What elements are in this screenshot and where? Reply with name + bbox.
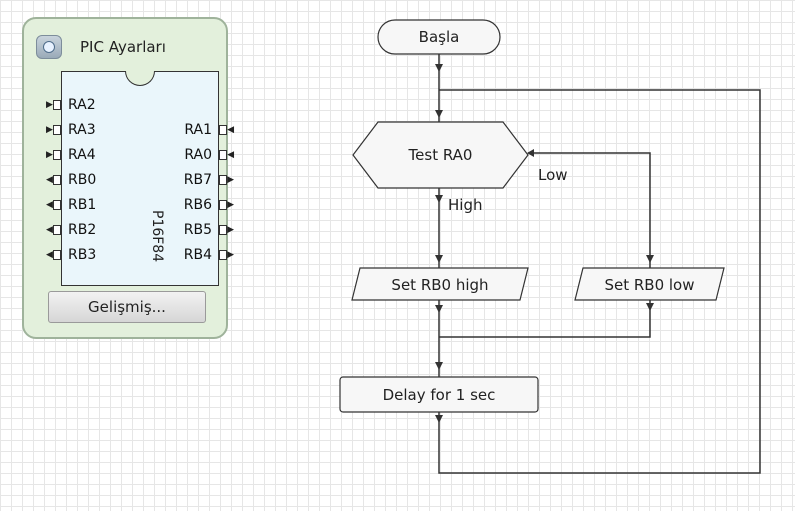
set-low-node[interactable] xyxy=(574,267,725,301)
pin-ra0[interactable]: RA0◀ xyxy=(184,147,234,163)
pin-rb1[interactable]: ◀RB1 xyxy=(46,197,97,213)
set-high-label: Set RB0 high xyxy=(391,276,489,294)
set-low-label: Set RB0 low xyxy=(604,276,695,294)
pic-chip: P16F84 ▶RA2 ▶RA3 ▶RA4 ◀RB0 ◀RB1 ◀RB2 ◀RB… xyxy=(46,71,234,286)
high-branch-label: High xyxy=(448,196,483,214)
low-branch-label: Low xyxy=(538,166,568,184)
pin-ra3[interactable]: ▶RA3 xyxy=(46,122,96,138)
pin-rb3[interactable]: ◀RB3 xyxy=(46,247,97,263)
delay-label: Delay for 1 sec xyxy=(382,386,496,404)
pin-rb6[interactable]: RB6▶ xyxy=(183,197,234,213)
pin-rb7[interactable]: RB7▶ xyxy=(183,172,234,188)
connector-arrows xyxy=(435,64,654,423)
pin-rb0[interactable]: ◀RB0 xyxy=(46,172,97,188)
decision-label: Test RA0 xyxy=(408,146,473,164)
pin-rb2[interactable]: ◀RB2 xyxy=(46,222,97,238)
pin-ra4[interactable]: ▶RA4 xyxy=(46,147,96,163)
panel-title: PIC Ayarları xyxy=(80,38,166,56)
start-label: Başla xyxy=(418,28,460,46)
pin-ra1[interactable]: RA1◀ xyxy=(184,122,234,138)
pin-rb4[interactable]: RB4▶ xyxy=(183,247,234,263)
decision-node[interactable] xyxy=(352,121,529,189)
settings-icon[interactable] xyxy=(36,35,62,59)
set-high-node[interactable] xyxy=(351,267,529,301)
advanced-button[interactable]: Gelişmiş... xyxy=(48,291,206,323)
pic-settings-panel: PIC Ayarları P16F84 ▶RA2 ▶RA3 ▶RA4 ◀RB0 … xyxy=(22,17,234,339)
pin-rb5[interactable]: RB5▶ xyxy=(183,222,234,238)
pin-ra2[interactable]: ▶RA2 xyxy=(46,97,96,113)
